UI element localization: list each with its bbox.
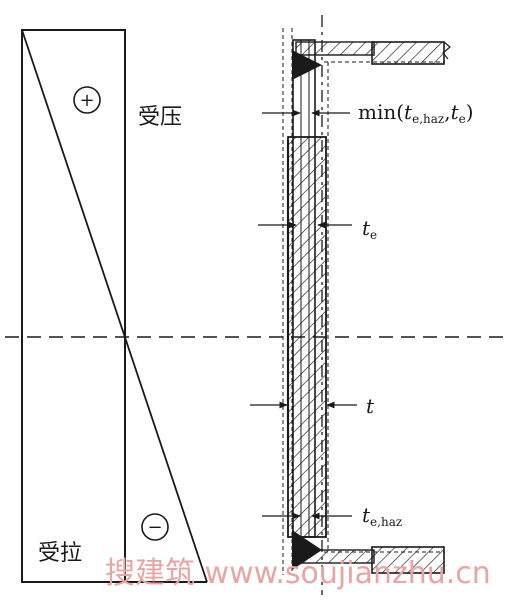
tension-label: 受拉 — [38, 541, 82, 566]
min-label: min(te,haz,te) — [358, 100, 474, 126]
top-weld-icon — [292, 50, 322, 80]
stress-gradient-line — [21, 29, 208, 583]
bottom-flange — [371, 546, 445, 574]
te-label: te — [362, 216, 377, 242]
tehaz-label: te,haz — [362, 503, 402, 529]
plus-sign: + — [79, 90, 94, 111]
compression-label: 受压 — [138, 105, 182, 130]
minus-sign: − — [147, 517, 162, 538]
top-flange-haz — [295, 41, 375, 56]
bottom-weld-icon — [292, 530, 322, 570]
minus-circle-icon — [141, 513, 169, 541]
stress-frame — [21, 29, 126, 583]
t-label: t — [366, 394, 375, 418]
top-flange — [371, 41, 445, 65]
plus-circle-icon — [73, 86, 101, 114]
cross-section — [250, 15, 451, 595]
haz-boundary-right — [324, 61, 445, 553]
effective-web — [287, 136, 327, 538]
top-break-mark — [442, 41, 451, 60]
stress-distribution: + − 受压 受拉 — [21, 29, 208, 583]
watermark: 搜建筑 www.soujianzhu.cn — [105, 556, 491, 591]
